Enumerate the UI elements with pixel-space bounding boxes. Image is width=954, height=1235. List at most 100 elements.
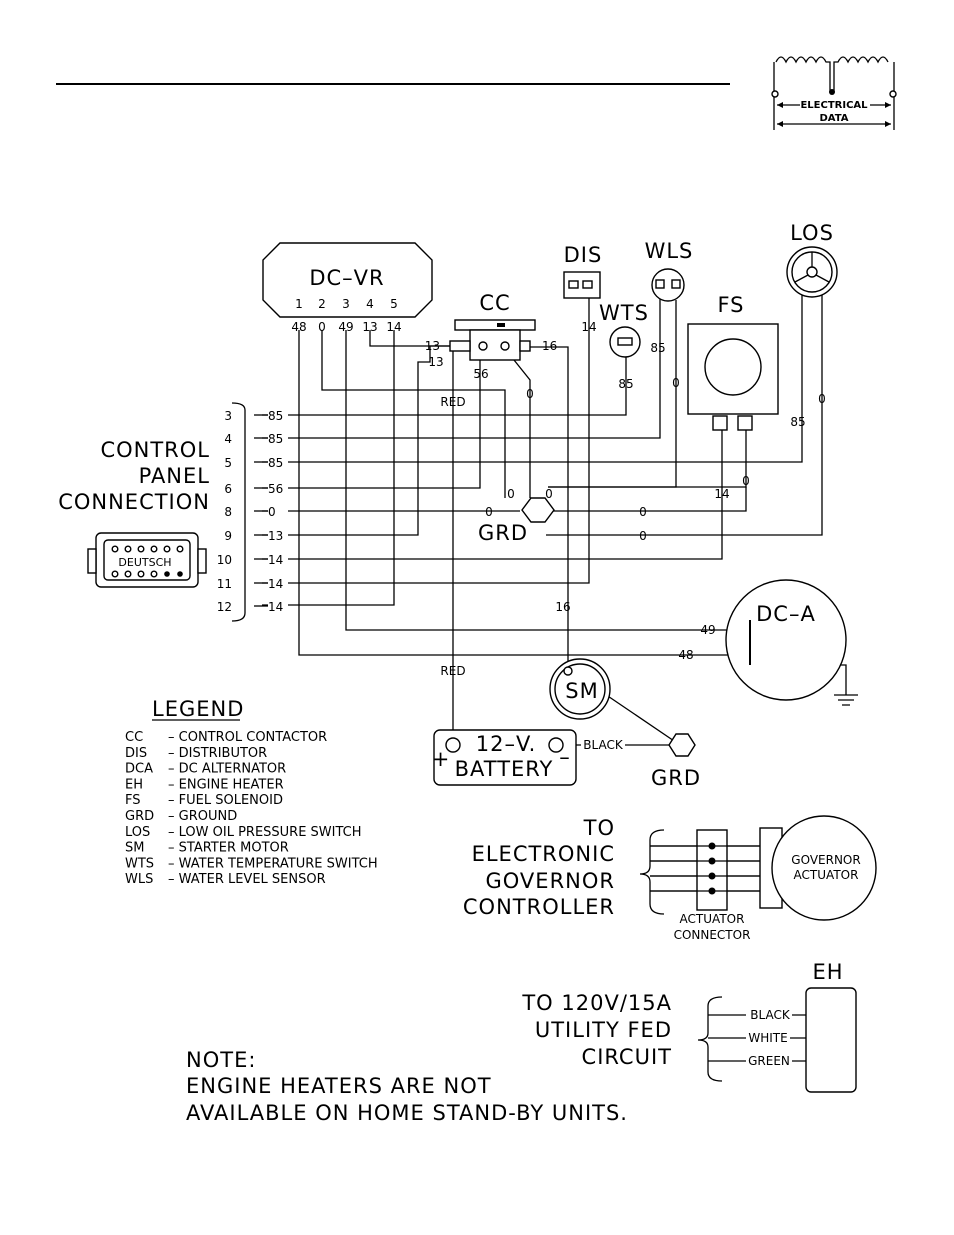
- grd-wire-1: 0: [507, 487, 515, 501]
- governor-line3: GOVERNOR: [486, 869, 616, 893]
- legend-code: LOS: [125, 825, 150, 840]
- heater-wire-white: WHITE: [748, 1031, 787, 1045]
- deutsch-connector: DEUTSCH: [87, 532, 207, 588]
- cp-pin-number: 3: [224, 409, 232, 423]
- dc-vr-wire-3: 49: [338, 320, 353, 334]
- dis-label: DIS: [564, 243, 603, 267]
- legend-description: – STARTER MOTOR: [168, 841, 289, 856]
- heater-line3: CIRCUIT: [582, 1045, 672, 1069]
- legend-description: – ENGINE HEATER: [168, 777, 284, 792]
- control-contactor: CC 13 13 16 56 0 RED: [425, 291, 558, 409]
- eh-label: EH: [812, 960, 843, 984]
- governor-section: TO ELECTRONIC GOVERNOR CONTROLLER ACTUAT…: [463, 815, 877, 942]
- cp-pin-number: 10: [217, 553, 232, 567]
- legend-description: – GROUND: [168, 809, 237, 824]
- battery: 12–V. BATTERY + – BLACK: [432, 729, 625, 786]
- dc-vr-pin-2: 2: [318, 297, 326, 311]
- fs-label: FS: [717, 293, 744, 317]
- governor-line1: TO: [583, 816, 615, 840]
- cc-wire-56: 56: [473, 367, 488, 381]
- legend-code: FS: [125, 793, 141, 808]
- cp-pin-number: 6: [224, 482, 232, 496]
- deutsch-label: DEUTSCH: [118, 556, 171, 569]
- governor-actuator-line2: ACTUATOR: [794, 868, 859, 882]
- los-wire-0: 0: [818, 392, 826, 406]
- note: NOTE: ENGINE HEATERS ARE NOT AVAILABLE O…: [186, 1048, 628, 1125]
- control-panel-title-2: PANEL: [139, 464, 210, 488]
- grd-center-label: GRD: [478, 521, 528, 545]
- legend-code: DIS: [125, 746, 147, 761]
- cc-wire-13b: 13: [428, 355, 443, 369]
- dc-vr-pin-3: 3: [342, 297, 350, 311]
- dis-wire-14: 14: [581, 320, 596, 334]
- dc-vr-pin-5: 5: [390, 297, 398, 311]
- dc-vr-wire-2: 0: [318, 320, 326, 334]
- bottom-ground: GRD: [651, 733, 701, 790]
- heater-line1: TO 120V/15A: [521, 991, 672, 1015]
- dca-wire-49: 49: [700, 623, 715, 637]
- legend-code: WLS: [125, 872, 153, 887]
- red-label-bottom: RED: [440, 664, 465, 678]
- badge-line1: ELECTRICAL: [800, 100, 868, 111]
- control-panel-title-3: CONNECTION: [58, 490, 210, 514]
- cp-pin-number: 4: [224, 432, 232, 446]
- cp-wire-number: 56: [268, 482, 283, 496]
- electrical-data-badge: ELECTRICAL DATA: [771, 56, 897, 130]
- cp-wire-number: 85: [268, 432, 283, 446]
- sm-wire-16: 16: [555, 600, 570, 614]
- fs-wire-14: 14: [714, 487, 729, 501]
- legend-code: DCA: [125, 762, 153, 777]
- legend-description: – CONTROL CONTACTOR: [168, 730, 327, 745]
- water-temperature-switch: WTS 85: [599, 301, 649, 391]
- wts-wire-85: 85: [618, 377, 633, 391]
- dc-vr-wire-5: 14: [386, 320, 401, 334]
- heater-wire-green: GREEN: [748, 1054, 790, 1068]
- grd-wire-4: 0: [639, 505, 647, 519]
- wls-wire-0: 0: [672, 376, 680, 390]
- grd-wire-2: 0: [545, 487, 553, 501]
- heater-wire-black: BLACK: [750, 1008, 791, 1022]
- battery-plus: +: [432, 747, 451, 771]
- grd-bottom-label: GRD: [651, 766, 701, 790]
- legend-title: LEGEND: [152, 697, 244, 721]
- distributor: DIS 14: [563, 243, 603, 334]
- cp-wire-number: 13: [268, 529, 283, 543]
- cp-wire-number: 14: [268, 577, 283, 591]
- legend-code: EH: [125, 777, 143, 792]
- cp-wire-number: 14: [268, 553, 283, 567]
- wls-label: WLS: [645, 239, 694, 263]
- governor-actuator-line1: GOVERNOR: [791, 853, 860, 867]
- battery-minus: –: [559, 745, 571, 769]
- cp-wire-number: 0: [268, 505, 276, 519]
- cc-wire-0: 0: [526, 387, 534, 401]
- dc-vr-wire-4: 13: [362, 320, 377, 334]
- los-label: LOS: [790, 221, 834, 245]
- starter-motor: SM 16 RED: [440, 600, 611, 720]
- legend-code: CC: [125, 730, 143, 745]
- water-level-sensor: WLS 85 0: [645, 239, 694, 390]
- wts-label: WTS: [599, 301, 649, 325]
- legend-description: – LOW OIL PRESSURE SWITCH: [168, 825, 362, 840]
- dc-alternator: DC–A 49 48: [678, 579, 847, 701]
- legend-description: – WATER LEVEL SENSOR: [168, 872, 326, 887]
- control-panel-title-1: CONTROL: [100, 438, 210, 462]
- legend-description: – WATER TEMPERATURE SWITCH: [168, 856, 378, 871]
- grd-wire-5: 0: [639, 529, 647, 543]
- wls-wire-85: 85: [650, 341, 665, 355]
- dc-vr-label: DC–VR: [309, 266, 384, 290]
- low-oil-pressure-switch: LOS 85 0: [786, 221, 838, 429]
- grd-wire-3: 0: [485, 505, 493, 519]
- legend-code: WTS: [125, 856, 154, 871]
- engine-heater-section: TO 120V/15A UTILITY FED CIRCUIT EH BLACK…: [521, 960, 857, 1093]
- note-line1: ENGINE HEATERS ARE NOT: [186, 1074, 492, 1098]
- note-title: NOTE:: [186, 1048, 256, 1072]
- legend-code: GRD: [125, 809, 154, 824]
- badge-line2: DATA: [819, 113, 848, 124]
- cc-wire-16: 16: [542, 339, 557, 353]
- note-line2: AVAILABLE ON HOME STAND-BY UNITS.: [186, 1101, 628, 1125]
- wires: [262, 285, 858, 746]
- governor-line4: CONTROLLER: [463, 895, 615, 919]
